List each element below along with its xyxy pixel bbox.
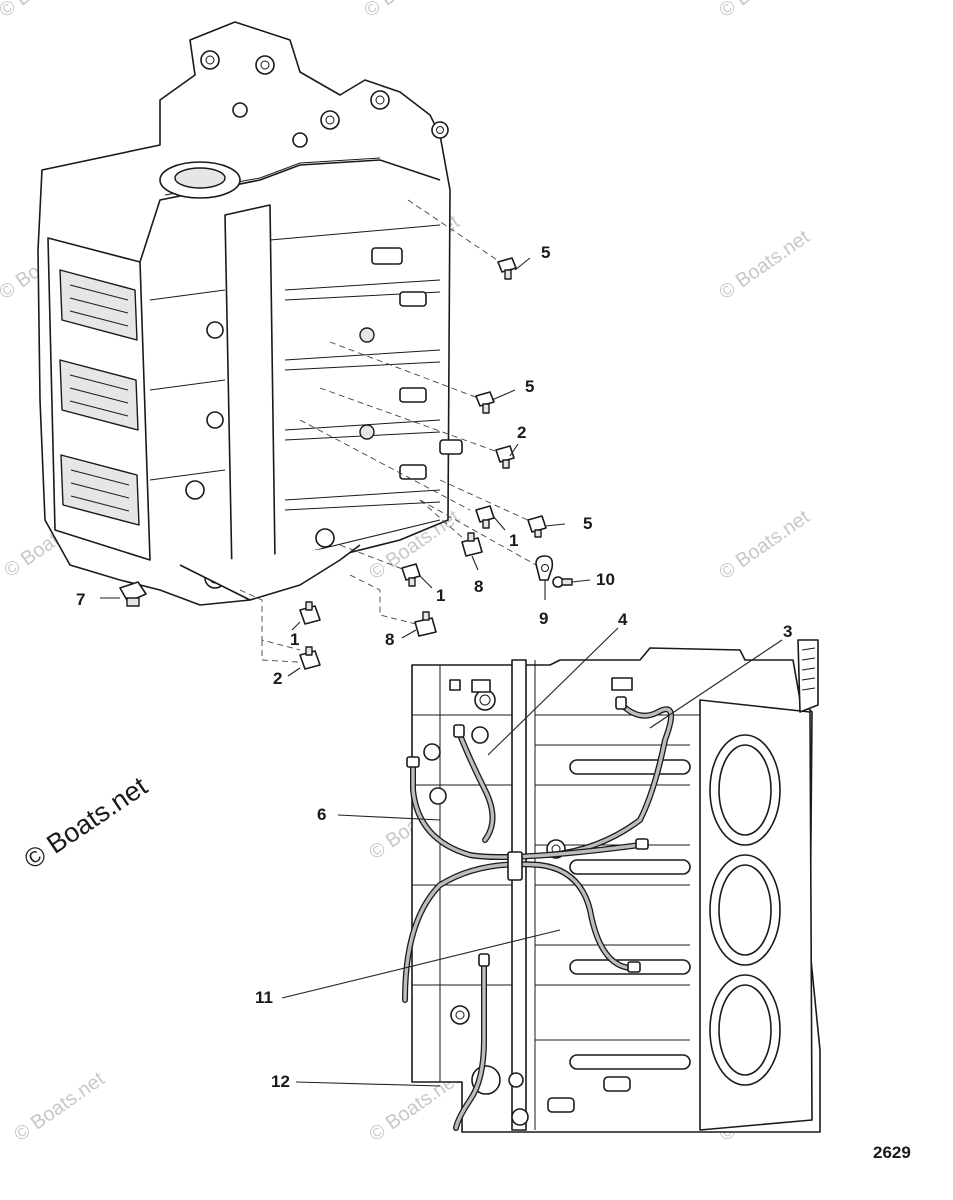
callout-6: 6 [317, 805, 326, 824]
callout-2: 2 [517, 423, 526, 442]
callout-2: 2 [273, 669, 282, 688]
callout-9: 9 [539, 609, 548, 628]
callout-labels: 5 5 2 5 1 8 1 10 9 7 1 8 2 4 3 6 11 12 [76, 243, 792, 1091]
watermark-text: © Boats.net [360, 0, 459, 22]
callout-8: 8 [385, 630, 394, 649]
fitting-connector [475, 505, 495, 529]
watermark-text: © Boats.net [10, 1068, 109, 1146]
fitting-connector [495, 445, 515, 469]
fitting-elbow [527, 515, 547, 538]
watermark-text: © Boats.net [715, 226, 814, 304]
watermark-text: © Boats.net [715, 506, 814, 584]
callout-10: 10 [596, 570, 615, 589]
callout-4: 4 [618, 610, 628, 629]
callout-1: 1 [436, 586, 445, 605]
callout-7: 7 [76, 590, 85, 609]
sensor [119, 581, 147, 607]
installation-lines [239, 199, 546, 663]
callout-1: 1 [509, 531, 518, 550]
leader-lines [100, 257, 783, 1087]
watermark-text: © Boats.net [715, 0, 814, 22]
fitting-tee [414, 611, 437, 637]
callout-11: 11 [255, 988, 273, 1007]
fitting-elbow [475, 391, 495, 414]
watermark-text: © Boats.net [0, 0, 94, 22]
fitting-tee [461, 532, 483, 557]
callout-12: 12 [271, 1072, 290, 1091]
cylinder-block-side-view [411, 639, 821, 1133]
hose-clamp [535, 555, 554, 581]
figure-number: 2629 [873, 1143, 911, 1162]
callout-5: 5 [525, 377, 534, 396]
fitting-connector [299, 646, 321, 670]
callout-1: 1 [290, 630, 299, 649]
callout-5: 5 [583, 514, 592, 533]
screw [552, 576, 573, 588]
fitting-connector [401, 563, 421, 587]
cylinder-block-upper-view [37, 21, 463, 606]
fitting-elbow [497, 257, 517, 280]
watermark-logo-text: © Boats.net [19, 771, 153, 875]
callout-8: 8 [474, 577, 483, 596]
port-slots [59, 269, 140, 526]
callout-3: 3 [783, 622, 792, 641]
callout-5: 5 [541, 243, 550, 262]
fittings [119, 257, 573, 670]
fitting-connector [299, 601, 321, 625]
hoses [402, 696, 675, 1131]
